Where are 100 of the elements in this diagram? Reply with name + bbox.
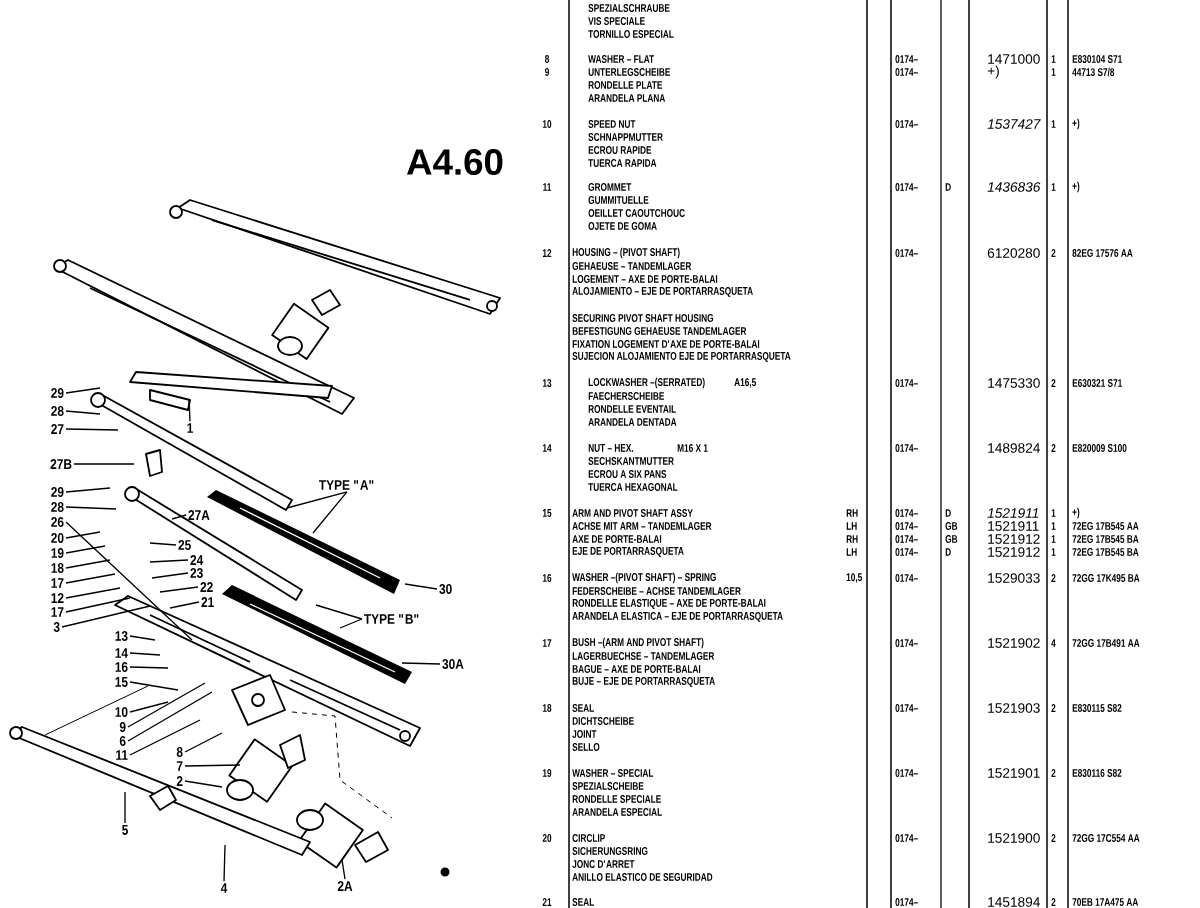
callout-number: 18 (51, 563, 64, 573)
part-description: UNTERLEGSCHEIBE (588, 68, 670, 76)
date-code: 0174– (895, 522, 918, 530)
date-code: 0174– (895, 548, 918, 556)
part-description: TUERCA RAPIDA (588, 159, 657, 167)
part-number: 1521901 (988, 768, 1040, 778)
part-description: WASHER – FLAT (588, 55, 655, 63)
leader-line (65, 587, 121, 599)
leader-line (286, 491, 348, 509)
part-description: RONDELLE EVENTAIL (588, 405, 676, 413)
part-number: 1521911 (988, 521, 1039, 531)
leader-line (129, 652, 161, 656)
leader-line (404, 583, 438, 590)
part-description: GROMMET (588, 183, 632, 191)
callout-number: 28 (51, 502, 64, 512)
callout-number: 29 (51, 388, 64, 398)
leader-line (184, 780, 223, 788)
side-code: LH (846, 548, 857, 556)
leader-line (129, 666, 169, 669)
alternate-part-number: E830104 S71 (1072, 55, 1122, 63)
callout-number: 30 (439, 584, 452, 594)
side-code: LH (846, 522, 857, 530)
part-description: SECURING PIVOT SHAFT HOUSING (572, 314, 714, 322)
part-description: LOGEMENT – AXE DE PORTE-BALAI (572, 275, 718, 283)
part-number: 1451894 (988, 897, 1040, 907)
part-description: ARANDELA ESPECIAL (572, 808, 662, 816)
alternate-part-number: 82EG 17576 AA (1072, 249, 1133, 257)
callout-number: 1 (187, 423, 193, 433)
market-code: D (945, 183, 951, 191)
part-number: 1521903 (988, 703, 1040, 713)
leader-line (65, 559, 111, 569)
callout-number: 22 (200, 582, 213, 592)
part-description: SPEED NUT (588, 120, 636, 128)
leader-line (65, 545, 106, 554)
leader-line (171, 514, 187, 520)
item-number: 10 (542, 120, 552, 128)
market-code: GB (945, 522, 958, 530)
callout-number: 6 (119, 736, 126, 746)
callout-number: 19 (51, 548, 64, 558)
quantity: 2 (1051, 444, 1056, 452)
part-number: 1521911 (987, 508, 1039, 518)
alternate-part-number: +) (1072, 507, 1080, 519)
leader-line (65, 597, 131, 613)
item-number: 21 (542, 898, 552, 906)
date-code: 0174– (895, 769, 918, 777)
date-code: 0174– (895, 68, 918, 76)
part-description: ALOJAMIENTO – EJE DE PORTARRASQUETA (572, 287, 753, 297)
part-description: EJE DE PORTARRASQUETA (572, 547, 684, 557)
leader-line (129, 719, 201, 756)
callout-number: 14 (115, 648, 128, 658)
leader-line (127, 682, 206, 728)
alternate-part-number: 72EG 17B545 AA (1072, 522, 1139, 530)
callout-number: 21 (201, 597, 214, 607)
part-description: BEFESTIGUNG GEHAEUSE TANDEMLAGER (572, 327, 747, 335)
part-description: BAGUE – AXE DE PORTE-BALAI (572, 665, 701, 673)
callout-number: 2 (176, 776, 183, 786)
part-number: 1436836 (987, 182, 1041, 192)
part-number: 1521902 (988, 638, 1040, 648)
item-number: 17 (542, 639, 552, 647)
alternate-part-number: +) (1072, 118, 1080, 130)
leader-line (312, 491, 348, 534)
leader-line (159, 586, 199, 593)
leader-line (223, 844, 226, 882)
quantity: 1 (1051, 183, 1056, 191)
quantity: 1 (1051, 548, 1056, 556)
date-code: 0174– (895, 379, 918, 387)
part-number: 1529033 (988, 573, 1040, 583)
item-number: 15 (542, 509, 552, 517)
part-description: SELLO (572, 743, 600, 751)
leader-line (65, 506, 117, 510)
date-code: 0174– (895, 639, 918, 647)
quantity: 1 (1051, 535, 1056, 543)
part-description: FEDERSCHEIBE – ACHSE TANDEMLAGER (572, 587, 741, 595)
callout-number: 12 (51, 593, 64, 603)
size-spec: M16 X 1 (677, 444, 708, 452)
alternate-part-number: 72EG 17B545 BA (1072, 548, 1139, 556)
quantity: 2 (1051, 898, 1056, 906)
size-spec: A16,5 (734, 378, 756, 388)
part-number: 1489824 (988, 443, 1040, 453)
leader-line (188, 399, 191, 422)
callout-number: 27A (188, 510, 210, 520)
callout-number: 29 (51, 487, 64, 497)
part-description: CIRCLIP (572, 834, 605, 842)
quantity: 2 (1051, 704, 1056, 712)
part-number: 1521912 (988, 547, 1040, 557)
alternate-part-number: 72EG 17B545 BA (1072, 535, 1139, 543)
date-code: 0174– (895, 704, 918, 712)
leader-line (184, 764, 241, 767)
callout-number: 3 (53, 622, 60, 632)
part-description: JOINT (572, 730, 597, 738)
quantity: 2 (1051, 769, 1056, 777)
market-code: GB (945, 535, 958, 543)
part-description: TUERCA HEXAGONAL (588, 483, 678, 491)
part-number: 1521900 (988, 833, 1040, 843)
item-number: 19 (542, 769, 552, 777)
part-description: TORNILLO ESPECIAL (588, 30, 674, 38)
part-description: SEAL (572, 704, 594, 712)
part-description: ACHSE MIT ARM – TANDEMLAGER (572, 522, 712, 530)
part-description: ECROU RAPIDE (588, 146, 652, 154)
part-description: FIXATION LOGEMENT D'AXE DE PORTE-BALAI (572, 340, 760, 348)
